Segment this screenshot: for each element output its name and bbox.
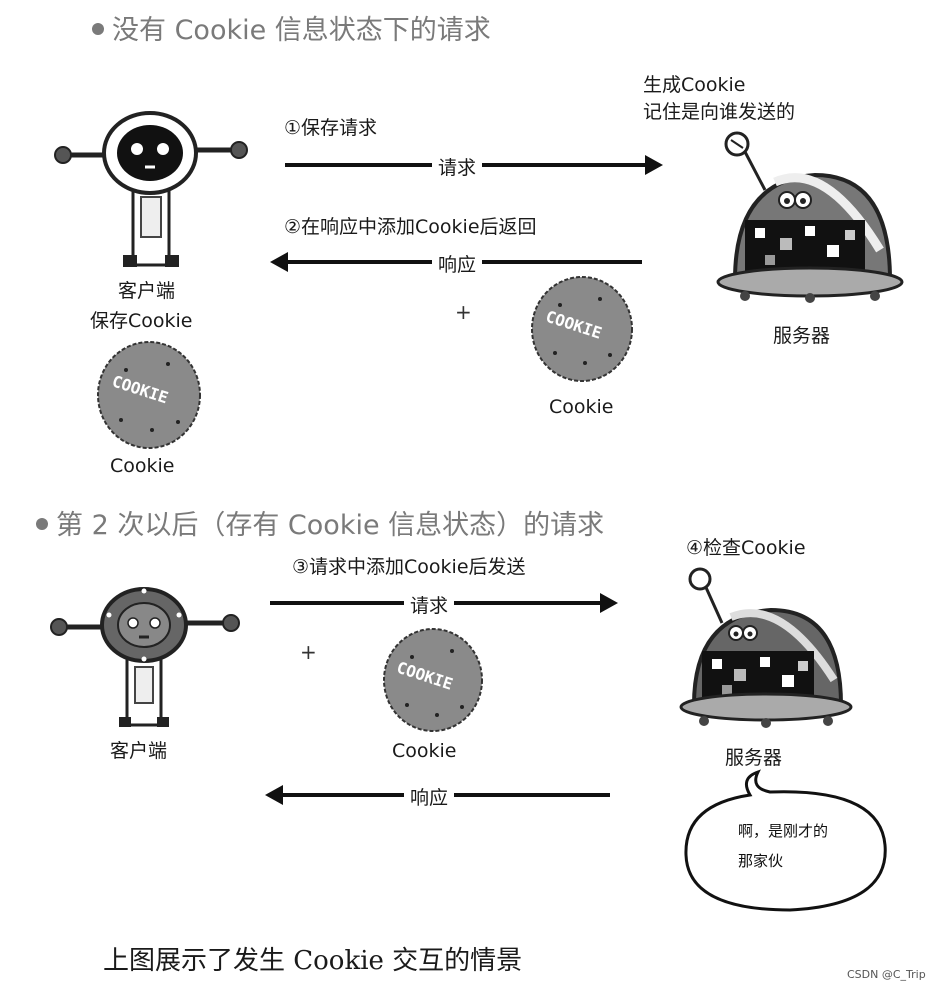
- bubble-text: 啊，是刚才的 那家伙: [738, 816, 828, 876]
- server-robot-icon: [716, 131, 904, 303]
- step3-label: ③请求中添加Cookie后发送: [292, 556, 526, 578]
- cookie-icon: COOKIE: [97, 341, 201, 449]
- speech-bubble: [684, 769, 887, 912]
- response-label-1: 响应: [432, 250, 483, 277]
- server-note-line2: 记住是向谁发送的: [643, 101, 796, 123]
- response-label-2: 响应: [404, 783, 455, 810]
- cookie-client-label: Cookie: [110, 455, 175, 477]
- scene1-heading-text: 没有 Cookie 信息状态下的请求: [112, 15, 491, 46]
- request-label-1: 请求: [432, 153, 483, 180]
- client-robot-icon: [54, 111, 248, 267]
- server-robot-icon: [679, 567, 853, 728]
- client-label-1: 客户端: [118, 280, 176, 302]
- cookie-icon: COOKIE: [383, 628, 483, 732]
- client-robot-icon: [50, 587, 240, 727]
- bullet-dot: [92, 23, 104, 35]
- bullet-dot: [36, 518, 48, 530]
- cookie-response-label: Cookie: [549, 396, 614, 418]
- watermark: CSDN @C_Trip: [847, 968, 926, 981]
- scene1-heading: 没有 Cookie 信息状态下的请求: [92, 8, 491, 47]
- step1-label: ①保存请求: [284, 117, 378, 139]
- bubble-line2: 那家伙: [738, 852, 784, 870]
- cookie-request-label: Cookie: [392, 740, 457, 762]
- bubble-line1: 啊，是刚才的: [738, 822, 829, 840]
- scene2-heading: 第 2 次以后（存有 Cookie 信息状态）的请求: [36, 503, 604, 542]
- server-label-1: 服务器: [773, 325, 831, 347]
- step4-label: ④检查Cookie: [686, 537, 806, 559]
- client-note: 保存Cookie: [90, 310, 193, 332]
- server-note-line1: 生成Cookie: [643, 74, 746, 96]
- figure-caption: 上图展示了发生 Cookie 交互的情景: [103, 946, 523, 976]
- request-label-2: 请求: [404, 591, 455, 618]
- step2-label: ②在响应中添加Cookie后返回: [284, 216, 537, 238]
- cookie-icon: COOKIE: [531, 276, 633, 382]
- server-label-2: 服务器: [725, 747, 783, 769]
- plus-sign-1: +: [455, 300, 472, 324]
- plus-sign-2: +: [300, 640, 317, 664]
- scene2-heading-text: 第 2 次以后（存有 Cookie 信息状态）的请求: [56, 510, 605, 541]
- client-label-2: 客户端: [110, 740, 168, 762]
